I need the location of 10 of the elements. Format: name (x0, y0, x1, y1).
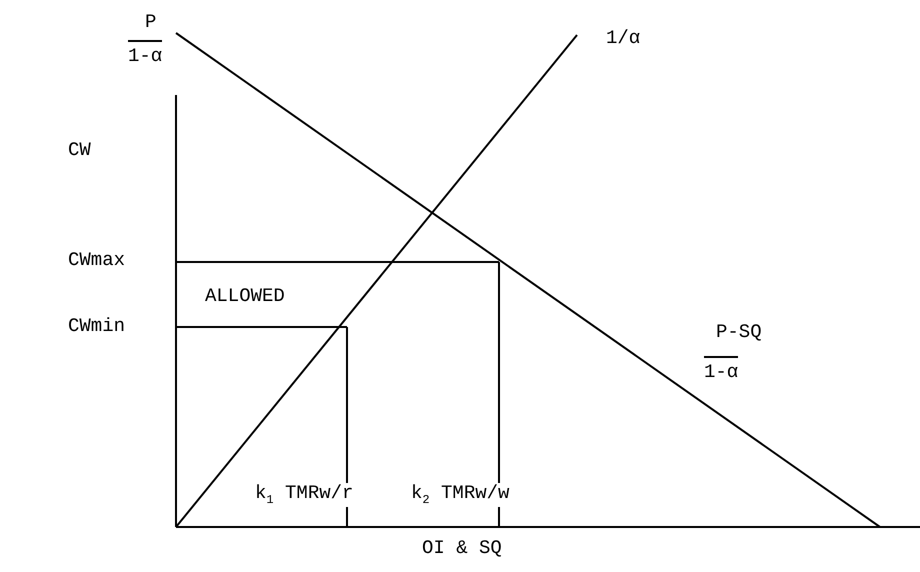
axis-title: OI & SQ (422, 538, 502, 559)
axis-label: P (145, 12, 156, 33)
line-label: 1/α (606, 28, 640, 49)
line-label: 1-α (704, 356, 738, 383)
axis-label: CWmax (68, 250, 126, 271)
axis-label: 1-α (128, 40, 162, 67)
region-label: ALLOWED (205, 286, 285, 307)
axis-label: CWmin (68, 316, 126, 337)
axis-label: CW (68, 140, 91, 161)
line-label: P-SQ (716, 322, 762, 343)
